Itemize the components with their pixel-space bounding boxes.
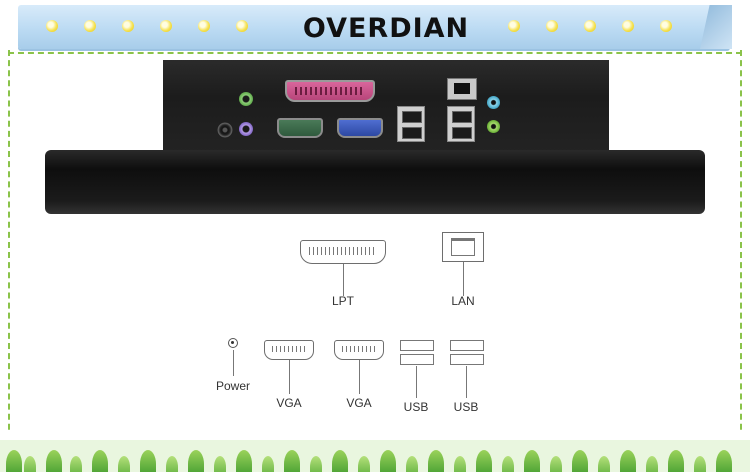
- grass-icon: [716, 450, 732, 472]
- audio-out-icon: [487, 120, 500, 133]
- grass-icon: [406, 456, 418, 472]
- grass-icon: [284, 450, 300, 472]
- leader-line: [466, 366, 467, 398]
- serial-port-icon: [277, 118, 323, 138]
- audio-in-icon: [487, 96, 500, 109]
- ps2-keyboard-port-icon: [239, 122, 253, 136]
- leader-line: [416, 366, 417, 398]
- grass-icon: [6, 450, 22, 472]
- dot-icon: [122, 20, 134, 32]
- usb-label: USB: [403, 400, 429, 414]
- dot-icon: [160, 20, 172, 32]
- lpt-port-icon: [285, 80, 375, 102]
- power-label: Power: [215, 379, 250, 393]
- usb-port-pair-icon: [447, 106, 475, 142]
- port-diagram: LPT LAN Power VGA VGA USB USB: [210, 228, 510, 428]
- grass-icon: [24, 456, 36, 472]
- leader-line: [359, 360, 360, 394]
- dot-icon: [84, 20, 96, 32]
- grass-icon: [92, 450, 108, 472]
- grass-icon: [550, 456, 562, 472]
- grass-icon: [332, 450, 348, 472]
- grass-icon: [694, 456, 706, 472]
- power-symbol-icon: [228, 338, 238, 348]
- vga-symbol-icon: [334, 340, 384, 360]
- brand-title: OVERDIAN: [302, 13, 470, 44]
- grass-icon: [236, 450, 252, 472]
- grass-icon: [214, 456, 226, 472]
- grass-icon: [380, 450, 396, 472]
- grass-icon: [46, 450, 62, 472]
- leader-line: [289, 360, 290, 394]
- device-rear-photo: [45, 60, 705, 220]
- dashed-border-left: [8, 50, 10, 450]
- grass-icon: [476, 450, 492, 472]
- dot-icon: [546, 20, 558, 32]
- vga-port-icon: [337, 118, 383, 138]
- dashed-border-top: [8, 52, 742, 54]
- vga-symbol-icon: [264, 340, 314, 360]
- lan-label: LAN: [451, 294, 475, 308]
- vga-label: VGA: [346, 396, 372, 410]
- usb-symbol-icon: [400, 340, 434, 366]
- header-banner: OVERDIAN: [18, 5, 730, 49]
- lan-port-icon: [447, 78, 477, 100]
- grass-icon: [620, 450, 636, 472]
- lpt-label: LPT: [331, 294, 354, 308]
- grass-icon: [524, 450, 540, 472]
- grass-icon: [502, 456, 514, 472]
- grass-icon: [118, 456, 130, 472]
- dot-icon: [584, 20, 596, 32]
- dot-icon: [622, 20, 634, 32]
- grass-icon: [572, 450, 588, 472]
- grass-icon: [598, 456, 610, 472]
- io-panel: [163, 60, 609, 152]
- grass-icon: [166, 456, 178, 472]
- dot-icon: [508, 20, 520, 32]
- lan-symbol-icon: [442, 232, 484, 262]
- ps2-mouse-port-icon: [239, 92, 253, 106]
- vga-label: VGA: [276, 396, 302, 410]
- grass-icon: [262, 456, 274, 472]
- grass-icon: [668, 450, 684, 472]
- grass-icon: [646, 456, 658, 472]
- usb-symbol-icon: [450, 340, 484, 366]
- dc-power-jack-icon: [217, 122, 233, 138]
- lpt-symbol-icon: [300, 240, 386, 264]
- dot-icon: [198, 20, 210, 32]
- dashed-border-right: [740, 50, 742, 450]
- usb-port-pair-icon: [397, 106, 425, 142]
- grass-icon: [70, 456, 82, 472]
- leader-line: [233, 350, 234, 376]
- grass-footer: [0, 430, 750, 472]
- grass-icon: [428, 450, 444, 472]
- grass-icon: [188, 450, 204, 472]
- grass-icon: [454, 456, 466, 472]
- leader-line: [463, 262, 464, 296]
- dot-icon: [46, 20, 58, 32]
- grass-icon: [310, 456, 322, 472]
- dot-icon: [660, 20, 672, 32]
- device-chassis: [45, 150, 705, 214]
- grass-icon: [140, 450, 156, 472]
- grass-icon: [358, 456, 370, 472]
- usb-label: USB: [453, 400, 479, 414]
- leader-line: [343, 264, 344, 296]
- dot-icon: [236, 20, 248, 32]
